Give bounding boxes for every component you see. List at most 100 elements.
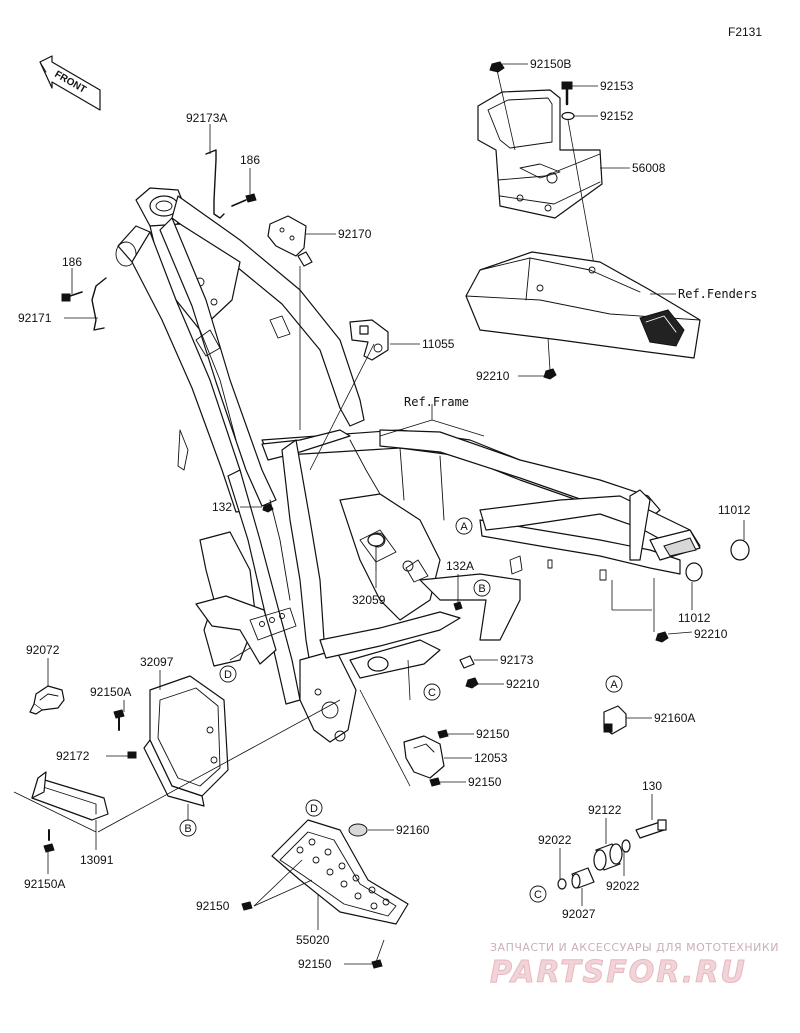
ref-marker-B-guard: B bbox=[179, 819, 197, 837]
airbox-56008 bbox=[477, 89, 603, 219]
label-92210-top: 92210 bbox=[476, 369, 510, 383]
ref-marker-B-frame: B bbox=[473, 579, 491, 597]
collar-12053 bbox=[403, 735, 445, 779]
cap-11012-bottom-icon bbox=[685, 562, 703, 582]
rear-fender bbox=[465, 251, 701, 359]
nut-92210-mid-icon bbox=[465, 677, 479, 689]
guard-32097 bbox=[143, 675, 229, 807]
label-130: 130 bbox=[642, 779, 662, 793]
ref-marker-A-right: A bbox=[605, 675, 623, 693]
nut-92210-right-icon bbox=[655, 631, 669, 643]
label-92150-skid-bottom: 92150 bbox=[298, 957, 332, 971]
washer-92022-right-icon bbox=[621, 839, 631, 853]
bolt-132A-icon bbox=[453, 601, 463, 611]
label-92171: 92171 bbox=[18, 311, 52, 325]
label-ref-frame: Ref.Frame bbox=[404, 395, 469, 409]
svg-text:B: B bbox=[184, 823, 191, 835]
label-32059: 32059 bbox=[352, 593, 386, 607]
ref-marker-D-skid: D bbox=[305, 799, 323, 817]
label-11055: 11055 bbox=[422, 337, 455, 351]
svg-text:D: D bbox=[224, 669, 232, 681]
label-92150A-top: 92150A bbox=[90, 685, 131, 699]
label-132A: 132A bbox=[446, 559, 474, 573]
skid-plate-55020 bbox=[271, 819, 409, 925]
bolt-92150-mid1-icon bbox=[437, 729, 449, 739]
label-92027: 92027 bbox=[562, 907, 596, 921]
label-92170: 92170 bbox=[338, 227, 372, 241]
spring-92171 bbox=[91, 277, 107, 331]
label-92160: 92160 bbox=[396, 823, 430, 837]
label-92022-left: 92022 bbox=[538, 833, 572, 847]
ref-marker-D-frame: D bbox=[219, 665, 237, 683]
label-92150-mid2: 92150 bbox=[468, 775, 502, 789]
label-ref-fenders: Ref.Fenders bbox=[678, 287, 757, 301]
diagram-code: F2131 bbox=[728, 25, 762, 39]
svg-text:A: A bbox=[460, 521, 468, 533]
front-arrow-icon: FRONT bbox=[39, 55, 101, 111]
cap-11012-top-icon bbox=[730, 539, 750, 561]
bracket-92170 bbox=[267, 215, 313, 267]
label-12053: 12053 bbox=[474, 751, 508, 765]
bolt-92172-icon bbox=[127, 751, 137, 759]
collar-92027-icon bbox=[571, 867, 595, 889]
svg-text:C: C bbox=[428, 687, 436, 699]
label-92153: 92153 bbox=[600, 79, 634, 93]
label-92173: 92173 bbox=[500, 653, 534, 667]
label-55020: 55020 bbox=[296, 933, 330, 947]
label-92150-skid-left: 92150 bbox=[196, 899, 230, 913]
label-92173A: 92173A bbox=[186, 111, 227, 125]
ref-markers: A B C D A B C D bbox=[179, 517, 623, 903]
label-11012-top: 11012 bbox=[718, 503, 751, 517]
label-186-top: 186 bbox=[240, 153, 260, 167]
label-92210-right: 92210 bbox=[694, 627, 728, 641]
label-92210-mid: 92210 bbox=[506, 677, 540, 691]
ref-marker-C-collar: C bbox=[529, 885, 547, 903]
bolt-92150-skid-bottom-icon bbox=[371, 959, 383, 969]
label-92022-right: 92022 bbox=[606, 879, 640, 893]
label-11012-bottom: 11012 bbox=[678, 611, 711, 625]
svg-text:B: B bbox=[478, 583, 485, 595]
label-132: 132 bbox=[212, 500, 232, 514]
spring-92173-icon bbox=[459, 655, 475, 669]
washer-92022-left-icon bbox=[557, 878, 567, 890]
svg-text:A: A bbox=[610, 679, 618, 691]
bracket-13091 bbox=[31, 771, 109, 821]
main-frame bbox=[115, 187, 701, 743]
bolt-130-icon bbox=[635, 819, 667, 839]
bolt-92150-skid-left-icon bbox=[241, 901, 253, 911]
label-13091: 13091 bbox=[80, 853, 114, 867]
watermark-brand: PARTSFOR.RU bbox=[490, 955, 747, 990]
label-56008: 56008 bbox=[632, 161, 666, 175]
label-92122: 92122 bbox=[588, 803, 622, 817]
bolt-92150B-icon bbox=[489, 61, 516, 151]
bolt-186-left-icon bbox=[61, 291, 83, 302]
svg-text:D: D bbox=[310, 803, 318, 815]
label-92160A: 92160A bbox=[654, 711, 695, 725]
collar-92122-icon bbox=[593, 843, 623, 871]
nut-92210-top-icon bbox=[543, 337, 557, 380]
bracket-92160A bbox=[603, 705, 627, 735]
label-92150A-bottom: 92150A bbox=[24, 877, 65, 891]
part-labels: 92150B 92153 92152 56008 Ref.Fenders 922… bbox=[18, 57, 757, 971]
label-92150B: 92150B bbox=[530, 57, 571, 71]
engine-guard-bars bbox=[195, 531, 297, 667]
leader-lines bbox=[13, 63, 745, 965]
bolt-186-top-icon bbox=[231, 193, 257, 207]
bolt-92150A-bottom-icon bbox=[43, 829, 55, 853]
label-92072: 92072 bbox=[26, 643, 60, 657]
label-186-left: 186 bbox=[62, 255, 82, 269]
bracket-32059 bbox=[367, 533, 385, 571]
svg-text:C: C bbox=[534, 889, 542, 901]
bolt-92150A-top-icon bbox=[113, 709, 125, 731]
bracket-11055 bbox=[349, 319, 389, 361]
label-92152: 92152 bbox=[600, 109, 634, 123]
ref-marker-A-frame: A bbox=[455, 517, 473, 535]
label-92150-mid1: 92150 bbox=[476, 727, 510, 741]
bolt-92153-icon bbox=[561, 81, 573, 106]
watermark: ЗАПЧАСТИ И АКСЕССУАРЫ ДЛЯ МОТОТЕХНИКИ PA… bbox=[490, 941, 779, 991]
label-32097: 32097 bbox=[140, 655, 174, 669]
skid-plate-holes bbox=[296, 838, 390, 910]
band-92072 bbox=[29, 685, 65, 715]
watermark-tagline: ЗАПЧАСТИ И АКСЕССУАРЫ ДЛЯ МОТОТЕХНИКИ bbox=[490, 941, 779, 954]
